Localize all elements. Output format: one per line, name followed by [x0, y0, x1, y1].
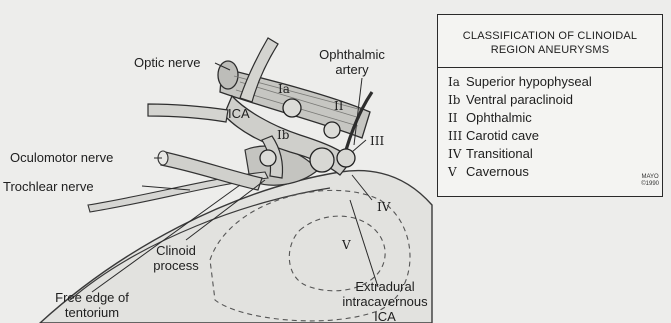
- extradural-ica-label: Extradural intracavernous ICA: [335, 279, 435, 323]
- classification-legend: CLASSIFICATION OF CLINOIDAL REGION ANEUR…: [437, 14, 663, 197]
- legend-item-code: III: [448, 129, 466, 143]
- aneurysm-II: [324, 122, 340, 138]
- aneurysm-Ia: [283, 99, 301, 117]
- free-edge-tentorium-label: Free edge of tentorium: [42, 290, 142, 320]
- legend-item: IV Transitional: [448, 146, 592, 164]
- legend-divider: [438, 67, 662, 68]
- tag-III: III: [370, 134, 384, 149]
- tag-Ia: Ia: [278, 82, 290, 97]
- legend-item-name: Carotid cave: [466, 128, 539, 143]
- legend-item-code: IV: [448, 147, 466, 161]
- copyright-stamp-line2: ©1990: [641, 181, 659, 188]
- legend-item-name: Transitional: [466, 146, 533, 161]
- legend-item: II Ophthalmic: [448, 110, 592, 128]
- free-edge-label-line1: Free edge of: [42, 290, 142, 305]
- extradural-label-line1: Extradural: [335, 279, 435, 294]
- extradural-label-line2: intracavernous: [335, 294, 435, 309]
- ophthalmic-artery-label-line1: Ophthalmic: [307, 47, 397, 62]
- tag-Ib: Ib: [277, 128, 289, 143]
- legend-item: V Cavernous: [448, 164, 592, 182]
- tag-IV: IV: [377, 200, 390, 215]
- ophthalmic-artery-label-line2: artery: [307, 62, 397, 77]
- copyright-stamp: MAYO ©1990: [641, 174, 659, 188]
- aneurysm-III-a: [310, 148, 334, 172]
- legend-item-code: Ia: [448, 75, 466, 89]
- legend-item: Ib Ventral paraclinoid: [448, 92, 592, 110]
- legend-item: III Carotid cave: [448, 128, 592, 146]
- ica-left-branch: [148, 104, 228, 122]
- legend-item-name: Ophthalmic: [466, 110, 532, 125]
- optic-nerve-label: Optic nerve: [134, 55, 200, 70]
- oculomotor-nerve-label: Oculomotor nerve: [10, 150, 113, 165]
- legend-item-code: Ib: [448, 93, 466, 107]
- legend-item-name: Ventral paraclinoid: [466, 92, 573, 107]
- clinoid-process-label-line2: process: [136, 258, 216, 273]
- legend-list: Ia Superior hypophyseal Ib Ventral parac…: [448, 74, 592, 182]
- tag-V: V: [342, 238, 351, 253]
- aneurysm-Ib: [260, 150, 276, 166]
- clinoid-process-label: Clinoid process: [136, 243, 216, 273]
- clinoid-process-label-line1: Clinoid: [136, 243, 216, 258]
- copyright-stamp-line1: MAYO: [641, 174, 659, 181]
- legend-item: Ia Superior hypophyseal: [448, 74, 592, 92]
- tag-II: II: [334, 99, 343, 114]
- legend-item-name: Cavernous: [466, 164, 529, 179]
- legend-item-name: Superior hypophyseal: [466, 74, 592, 89]
- trochlear-nerve-label: Trochlear nerve: [3, 179, 94, 194]
- legend-title: CLASSIFICATION OF CLINOIDAL REGION ANEUR…: [438, 29, 662, 57]
- legend-title-line1: CLASSIFICATION OF CLINOIDAL: [438, 29, 662, 43]
- legend-item-code: II: [448, 111, 466, 125]
- legend-item-code: V: [448, 165, 466, 179]
- free-edge-label-line2: tentorium: [42, 305, 142, 320]
- ica-label: ICA: [228, 106, 250, 121]
- legend-title-line2: REGION ANEURYSMS: [438, 43, 662, 57]
- ophthalmic-artery-label: Ophthalmic artery: [307, 47, 397, 77]
- extradural-label-line3: ICA: [335, 309, 435, 323]
- optic-nerve-cut-end: [218, 61, 238, 89]
